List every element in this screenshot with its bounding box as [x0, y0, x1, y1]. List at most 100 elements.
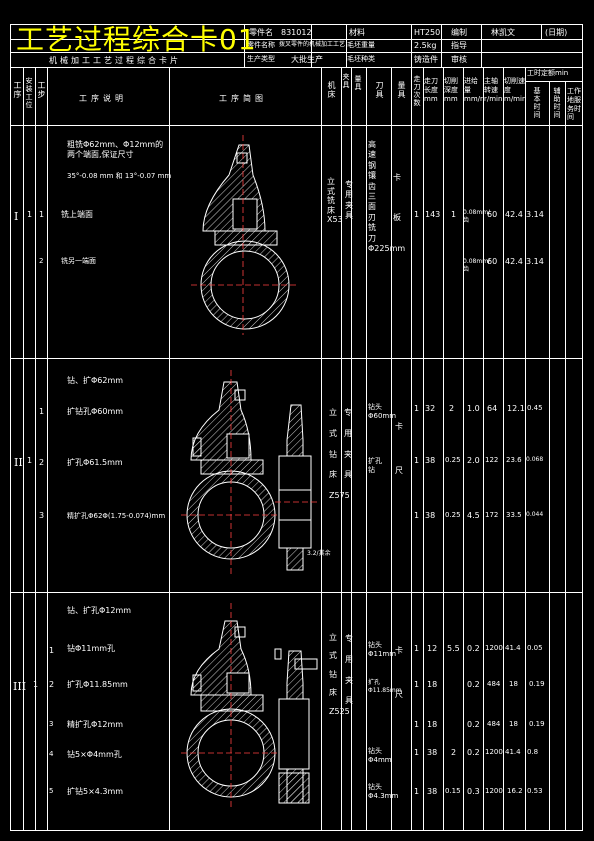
- row1-desc-main: 粗铣Φ62mm、Φ12mm的两个端面,保证尺寸: [67, 140, 164, 159]
- row2-step2-feed: 2.0: [467, 456, 480, 465]
- row3-step1-passes: 1: [414, 644, 420, 653]
- row2-step2-speed: 122: [485, 456, 499, 464]
- blank-value: 铸造件: [414, 55, 438, 64]
- row1-step2-text: 铣另一端面: [61, 257, 96, 265]
- row3-step4-no: 4: [49, 750, 54, 758]
- row3-step3-cut: 18: [509, 720, 518, 728]
- row2-step3-depth: 0.25: [445, 511, 461, 519]
- row1-step2-time: 3.14: [526, 257, 544, 266]
- col-passes: 走刀次数: [413, 75, 421, 107]
- row2-step1-feed: 1.0: [467, 404, 480, 413]
- col-install: 安装工位: [25, 77, 33, 109]
- row2-step3-no: 3: [39, 511, 45, 520]
- col-tool: 刀具: [375, 81, 384, 99]
- row3-step1-text: 钻Φ11mm孔: [67, 644, 116, 653]
- row3-step3-no: 3: [49, 720, 54, 728]
- col-gauge: 量具: [397, 81, 406, 99]
- row2-tool-a: 钻头Φ60mm: [368, 403, 397, 420]
- row2-desc-main: 钻、扩Φ62mm: [67, 376, 124, 385]
- row3-step2-speed: 484: [487, 680, 501, 688]
- part-name-label: 零件名称: [247, 41, 275, 49]
- row3-step5-length: 38: [427, 787, 438, 796]
- row3-step2-text: 扩孔Φ11.85mm: [67, 680, 128, 689]
- weight-value: 2.5kg: [414, 41, 437, 50]
- row1-fixture: 专用夹具: [345, 180, 353, 221]
- card-subtitle: 机械加工工艺过程综合卡片: [49, 56, 181, 65]
- row3-step5-cut: 16.2: [507, 787, 523, 795]
- row3-step1-time: 0.05: [527, 644, 543, 652]
- row3-install: 1: [33, 680, 39, 689]
- row3-step1-depth: 5.5: [447, 644, 460, 653]
- part-name-value: 拨叉零件的机械加工工艺: [279, 41, 346, 48]
- col-desc: 工序说明: [79, 94, 127, 103]
- row2-tool-b: 扩孔钻: [368, 457, 382, 474]
- row3-step3-time: 0.19: [529, 720, 545, 728]
- author-value: 林凯文: [491, 28, 515, 37]
- row3-step3-passes: 1: [414, 720, 420, 729]
- row1-step2-cut: 42.4: [505, 257, 523, 266]
- col-aux: 辅助时间: [553, 87, 561, 119]
- row3-tool-c: 钻头Φ4mm: [368, 747, 392, 764]
- row2-step3-speed: 172: [485, 511, 499, 519]
- row3-step1-speed: 1200: [485, 644, 503, 652]
- col-step: 工步: [37, 81, 46, 99]
- row3-step2-feed: 0.2: [467, 680, 480, 689]
- col-basic: 基本时间: [533, 87, 541, 119]
- row1-machine: 立式铣床X53: [327, 177, 343, 225]
- row2-step3-cut: 33.5: [506, 511, 522, 519]
- material-value: HT250: [414, 28, 441, 37]
- row1-install: 1: [27, 210, 33, 219]
- row1-step1-time: 3.14: [526, 210, 544, 219]
- row2-step2-passes: 1: [414, 456, 420, 465]
- row1-gauge: 卡板: [393, 173, 401, 222]
- row2-step1-speed: 64: [487, 404, 498, 413]
- row3-tool-b: 扩孔Φ11.85mm: [368, 679, 402, 694]
- row2-step1-no: 1: [39, 407, 45, 416]
- row3-step1-feed: 0.2: [467, 644, 480, 653]
- row2-step2-depth: 0.25: [445, 456, 461, 464]
- row3-step4-length: 38: [427, 748, 438, 757]
- row3-step5-no: 5: [49, 787, 54, 795]
- process-card-sheet: 机械加工工艺过程综合卡片 零件名 831012 材料 HT250 编制 林凯文 …: [10, 24, 583, 831]
- row3-step4-passes: 1: [414, 748, 420, 757]
- row3-step4-cut: 41.4: [505, 748, 521, 756]
- row2-step3-text: 精扩孔Φ62Φ(1.75-0.074)mm: [67, 512, 166, 520]
- row2-step3-time: 0.044: [526, 511, 544, 518]
- row3-gauge: 卡尺: [395, 646, 403, 699]
- row2-step1-text: 扩钻孔Φ60mm: [67, 407, 124, 416]
- row3-step2-time: 0.19: [529, 680, 545, 688]
- row3-step1-cut: 41.4: [505, 644, 521, 652]
- row3-step3-length: 18: [427, 720, 438, 729]
- col-other: 工作地服务时间: [567, 87, 581, 122]
- row1-step1-no: 1: [39, 210, 45, 219]
- row1-desc-dim: 35°-0.08 mm 和 13°-0.07 mm: [67, 172, 172, 180]
- review-label: 审核: [451, 55, 467, 64]
- row2-step2-time: 0.068: [526, 456, 544, 463]
- row2-step1-cut: 12.1: [507, 404, 525, 413]
- row2-step1-length: 32: [425, 404, 436, 413]
- row3-fixture: 专用夹具: [345, 634, 353, 706]
- col-sketch: 工序简图: [219, 94, 267, 103]
- row3-step4-speed: 1200: [485, 748, 503, 756]
- row2-machine: 立式钻床Z575: [329, 408, 350, 501]
- row1-step1-length: 143: [425, 210, 441, 219]
- row2-part-sketch: [181, 370, 319, 575]
- row2-step2-no: 2: [39, 458, 45, 467]
- guide-label: 指导: [451, 41, 467, 50]
- row3-machine: 立式钻床Z525: [329, 633, 350, 716]
- row2-process: II: [14, 456, 23, 469]
- row1-step1-feed: 0.08mm/齿: [463, 209, 491, 224]
- col-time: 工时定额min: [527, 69, 569, 77]
- row2-step1-depth: 2: [449, 404, 455, 413]
- row2-install: 1: [27, 456, 33, 465]
- part-code: 831012: [281, 28, 312, 37]
- row3-step3-feed: 0.2: [467, 720, 480, 729]
- row3-process: III: [13, 680, 27, 693]
- weight-label: 毛坯重量: [347, 41, 375, 49]
- row2-fixture: 专用夹具: [344, 408, 352, 480]
- row2-sketch-note: 3.2/其余: [307, 550, 331, 557]
- col-depth: 切削深度mm: [444, 77, 458, 103]
- row3-step1-length: 12: [427, 644, 438, 653]
- row3-step4-depth: 2: [451, 748, 457, 757]
- row3-tool-a: 钻头Φ11mm: [368, 641, 397, 658]
